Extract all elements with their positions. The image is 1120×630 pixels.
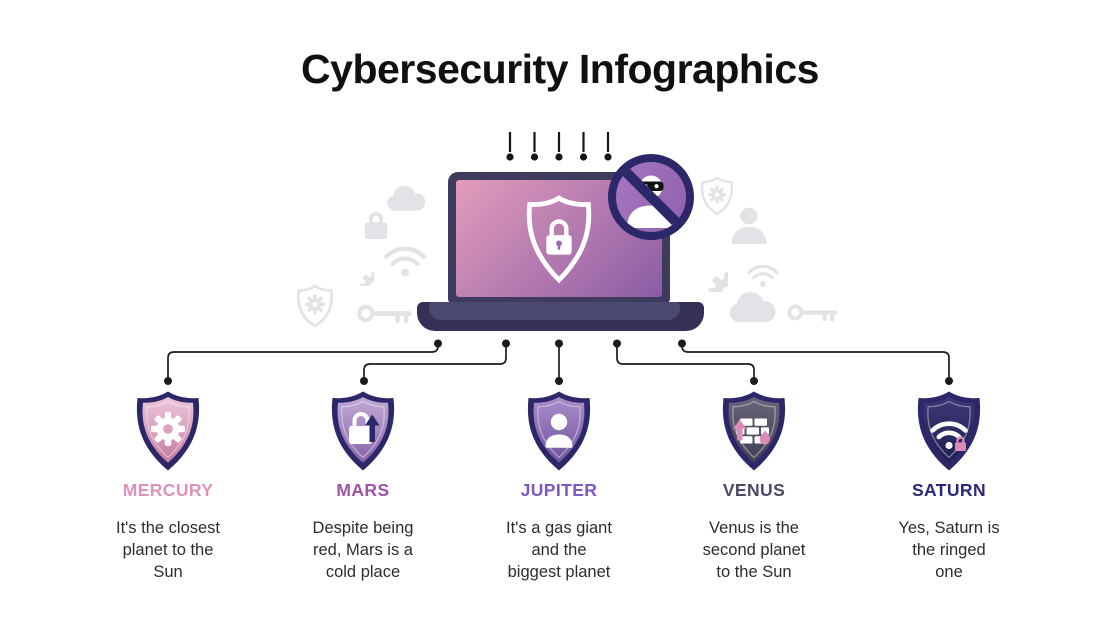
item-label: MERCURY	[122, 480, 214, 500]
wifi-security-icon	[930, 421, 968, 451]
item-description: It's the closest planet to the Sun	[115, 519, 221, 581]
key-icon	[356, 302, 412, 325]
item-mercury: MERCURY It's the closest planet to the S…	[68, 480, 268, 583]
cloud-icon	[726, 292, 776, 325]
attack-arrows-icon	[506, 132, 612, 161]
lock-upload-icon	[349, 412, 380, 444]
laptop-base	[417, 302, 704, 331]
shield-saturn	[910, 389, 988, 473]
item-description: Yes, Saturn is the ringed one	[898, 519, 1000, 581]
key-icon	[786, 302, 838, 323]
shield-venus	[715, 389, 793, 473]
item-description: Venus is the second planet to the Sun	[702, 519, 806, 581]
connector-lines	[164, 339, 953, 385]
gear-icon	[686, 250, 728, 292]
shield-gear-icon	[700, 176, 734, 216]
laptop-base-highlight	[429, 302, 680, 320]
cloud-icon	[384, 186, 426, 213]
item-description: It's a gas giant and the biggest planet	[506, 519, 612, 581]
item-description: Despite being red, Mars is a cold place	[312, 519, 414, 581]
gear-icon	[151, 412, 185, 446]
item-label: VENUS	[722, 480, 786, 500]
shield-lock-icon	[526, 194, 592, 283]
page-title: Cybersecurity Infographics	[301, 46, 819, 92]
gear-icon	[344, 256, 374, 286]
item-venus: VENUS Venus is the second planet to the …	[654, 480, 854, 583]
shield-jupiter	[520, 389, 598, 473]
item-label: JUPITER	[520, 480, 598, 500]
firewall-icon	[733, 418, 770, 445]
user-icon	[730, 206, 768, 246]
item-label: MARS	[336, 480, 390, 500]
item-mars: MARS Despite being red, Mars is a cold p…	[263, 480, 463, 583]
shield-mars	[324, 389, 402, 473]
blocked-hacker-icon	[608, 154, 694, 240]
wifi-icon	[382, 240, 428, 278]
lock-icon	[362, 210, 390, 242]
shield-gear-icon	[296, 284, 334, 328]
shield-mercury	[129, 389, 207, 473]
item-saturn: SATURN Yes, Saturn is the ringed one	[849, 480, 1049, 583]
item-jupiter: JUPITER It's a gas giant and the biggest…	[459, 480, 659, 583]
item-label: SATURN	[911, 480, 986, 500]
wifi-icon	[746, 260, 780, 288]
user-icon	[545, 413, 573, 448]
